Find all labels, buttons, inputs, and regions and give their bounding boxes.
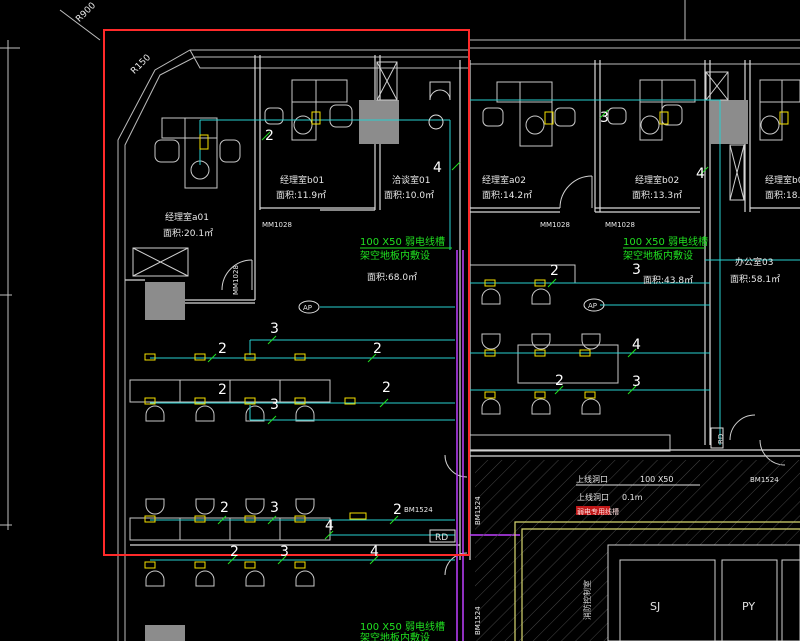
tray-note-bottom: 架空地板内敷设: [360, 631, 430, 641]
room-name-b02: 经理室b02: [635, 174, 679, 186]
riser-opening-label: 上线洞口: [577, 492, 609, 502]
cable-count: 3: [632, 374, 641, 390]
door-code: MM1028: [232, 265, 240, 295]
door-code: MM1028: [605, 221, 635, 229]
door-code: BM1524: [474, 606, 482, 635]
cable-tick-marks: [207, 109, 709, 565]
tray-note-right: 架空地板内敷设: [623, 249, 693, 262]
cable-count: 3: [280, 544, 289, 560]
cable-count: 2: [220, 500, 229, 516]
room-name-a02: 经理室a02: [482, 174, 526, 186]
riser-shafts: [132, 61, 745, 277]
cable-count: 2: [218, 341, 227, 357]
cable-count: 3: [632, 262, 641, 278]
exterior-wall: [117, 39, 800, 641]
data-outlets: [144, 111, 789, 569]
room-area-b01: 面积:11.9㎡: [276, 189, 326, 201]
red-note-text: 弱电专用线槽: [577, 507, 619, 516]
cable-count: 2: [550, 263, 559, 279]
tray-spec-right: 100 X50 弱电线槽: [623, 235, 708, 248]
room-area-office03: 面积:58.1㎡: [730, 273, 780, 285]
rack-distributor-right: RD: [710, 427, 725, 449]
door-code: MM1028: [262, 221, 292, 229]
tray-lower-label: 上线洞口: [576, 474, 608, 484]
rack-distributor-left: RD: [429, 529, 456, 543]
room-area-a01: 面积:20.1㎡: [163, 227, 213, 239]
svg-text:RD: RD: [435, 533, 448, 543]
tray-spec-bottom: 100 X50 弱电线槽: [360, 620, 445, 633]
cable-count: 3: [270, 321, 279, 337]
red-note-box: [576, 506, 610, 515]
selection-highlight: [103, 29, 470, 556]
cable-count: 4: [370, 544, 379, 560]
svg-text:AP: AP: [303, 304, 312, 312]
chairs: [145, 288, 601, 587]
wireless-ap-left: AP: [298, 300, 320, 314]
door-code: BM1524: [404, 506, 433, 514]
fire-control-label: 消防控制室: [582, 580, 592, 620]
svg-text:RD: RD: [717, 434, 725, 444]
wall-outlet-circle: [428, 114, 444, 130]
cable-count: 2: [218, 382, 227, 398]
cable-count: 3: [270, 397, 279, 413]
cable-count: 4: [433, 160, 442, 176]
cable-runs: [150, 99, 800, 561]
room-name-b03: 经理室b03: [765, 174, 800, 186]
structural-columns: [145, 100, 748, 641]
cable-count: 4: [632, 337, 641, 353]
room-area-meeting01: 面积:10.0㎡: [384, 189, 434, 201]
cable-count: 4: [325, 518, 334, 534]
cable-count: 2: [393, 502, 402, 518]
door-code: BM1524: [474, 496, 482, 525]
room-name-meeting01: 洽谈室01: [392, 174, 430, 186]
cable-count: 2: [382, 380, 391, 396]
cable-count: 2: [555, 373, 564, 389]
wireless-ap-right: AP: [583, 298, 605, 312]
tray-spec-left: 100 X50 弱电线槽: [360, 235, 445, 248]
dim-line-left: [0, 0, 686, 530]
room-code-sj: SJ: [650, 600, 660, 613]
svg-text:AP: AP: [588, 302, 597, 310]
tray-note-left: 架空地板内敷设: [360, 249, 430, 262]
room-code-py: PY: [742, 600, 755, 613]
cable-count: 2: [373, 341, 382, 357]
core-walls: [514, 521, 800, 641]
partition-walls: [125, 55, 800, 560]
cable-count: 3: [600, 110, 609, 126]
door-swings: [221, 175, 786, 576]
room-area-open-left: 面积:68.0㎡: [367, 271, 417, 283]
room-name-a01: 经理室a01: [165, 211, 209, 223]
room-area-a02: 面积:14.2㎡: [482, 189, 532, 201]
cable-count: 2: [230, 544, 239, 560]
tray-lower-size: 100 X50: [640, 475, 673, 484]
cable-count: 3: [270, 500, 279, 516]
door-code: MM1028: [540, 221, 570, 229]
room-area-b03: 面积:18.2: [765, 189, 800, 201]
door-code: BM1524: [750, 476, 779, 484]
room-name-b01: 经理室b01: [280, 174, 324, 186]
riser-elevation: 0.1m: [622, 493, 643, 502]
cable-count: 4: [696, 166, 705, 182]
room-name-office03: 办公室03: [735, 256, 773, 268]
room-area-open-mid: 面积:43.8㎡: [643, 274, 693, 286]
core-rooms: [607, 544, 800, 641]
radius-label-150: R150: [129, 53, 153, 77]
radius-label-900: R900: [74, 1, 98, 25]
cable-count: 2: [265, 128, 274, 144]
room-area-b02: 面积:13.3㎡: [632, 189, 682, 201]
